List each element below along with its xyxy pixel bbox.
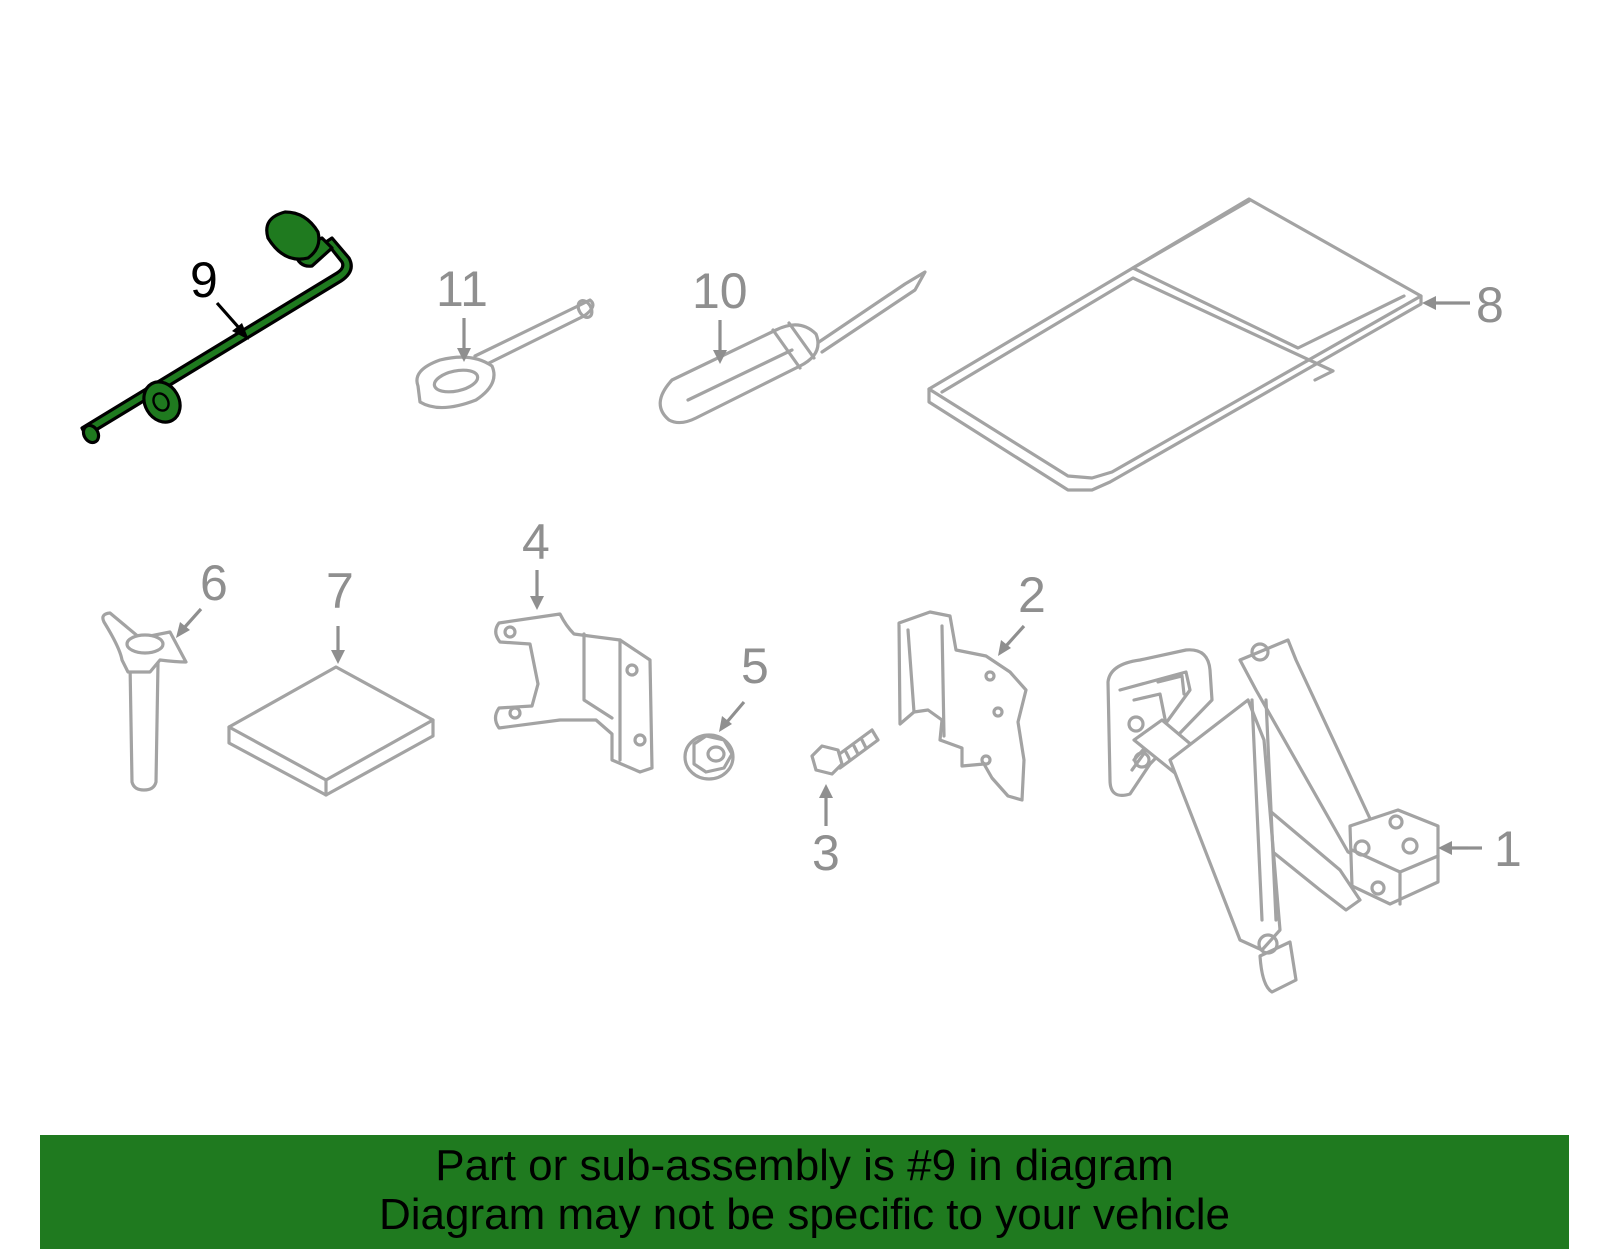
part-3-bolt[interactable]: [810, 728, 880, 776]
callout-1[interactable]: 1: [1494, 821, 1522, 877]
part-10-screwdriver[interactable]: [658, 270, 927, 425]
callout-10[interactable]: 10: [692, 263, 748, 319]
callout-7[interactable]: 7: [326, 563, 354, 619]
part-8-cargo-board[interactable]: [927, 197, 1423, 492]
part-6-wing-bolt[interactable]: [101, 611, 188, 792]
callout-5[interactable]: 5: [741, 638, 769, 694]
callout-11[interactable]: 11: [436, 261, 488, 317]
callout-arrows: [176, 296, 1482, 855]
callout-9[interactable]: 9: [190, 252, 218, 308]
part-5-flange-nut[interactable]: [683, 733, 735, 781]
part-11-tow-hook[interactable]: [415, 298, 595, 410]
part-1-scissor-jack[interactable]: [1106, 638, 1440, 994]
callout-8[interactable]: 8: [1476, 277, 1504, 333]
part-9-lug-wrench[interactable]: [80, 210, 353, 445]
callout-2[interactable]: 2: [1018, 567, 1046, 623]
callout-6[interactable]: 6: [200, 555, 228, 611]
banner-line-2: Diagram may not be specific to your vehi…: [378, 1190, 1231, 1239]
callout-4[interactable]: 4: [522, 514, 550, 570]
info-banner: Part or sub-assembly is #9 in diagram Di…: [40, 1135, 1569, 1249]
callout-labels: 9 11 10 8 6 7 4 5 3 2 1: [190, 252, 1522, 881]
part-7-foam-pad[interactable]: [227, 665, 435, 797]
callout-3[interactable]: 3: [812, 825, 840, 881]
part-2-bracket[interactable]: [897, 610, 1028, 802]
part-4-bracket[interactable]: [493, 612, 654, 774]
banner-line-1: Part or sub-assembly is #9 in diagram: [435, 1141, 1174, 1190]
